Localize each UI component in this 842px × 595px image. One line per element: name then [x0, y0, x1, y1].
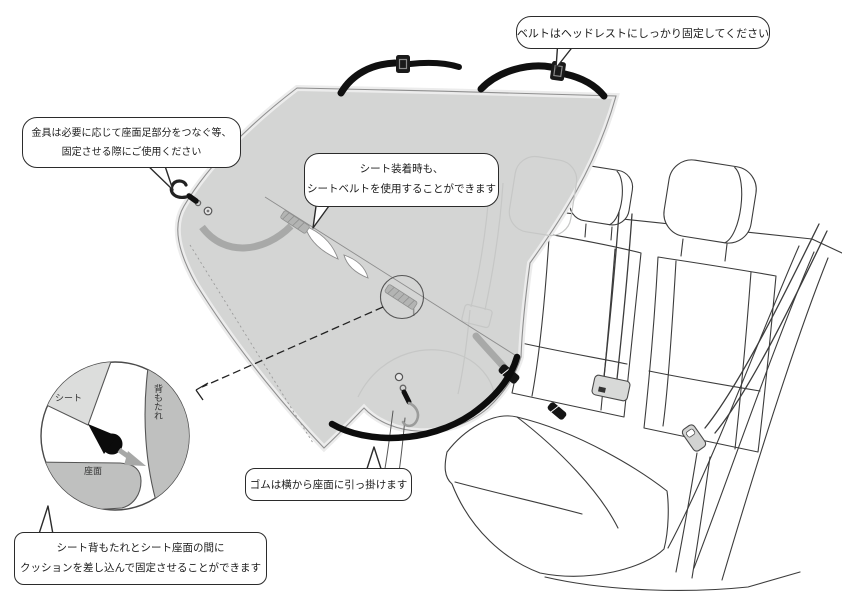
callout-cushion-fix: シート背もたれとシート座面の間に クッションを差し込んで固定させることができます — [14, 532, 267, 585]
headrest-strap-right-tail — [561, 70, 608, 100]
callout-text-line1: シート装着時も、 — [359, 163, 444, 176]
callout-rubber-hook: ゴムは横から座面に引っ掛けます — [245, 468, 412, 501]
car-rear-seat-line-art — [499, 159, 842, 581]
arrowhead — [195, 382, 209, 401]
right-belt-lower — [675, 452, 711, 579]
elastic-grommet — [394, 372, 404, 382]
callout-text-line2: シートベルトを使用することができます — [307, 183, 496, 195]
bight-clip-2 — [547, 402, 567, 420]
strap-buckle-left — [396, 55, 410, 73]
elastic-link — [401, 389, 412, 405]
headrest-strap-left — [337, 59, 399, 97]
seatback-right-seams — [648, 260, 761, 450]
inset-label-sheet: シート — [55, 393, 82, 403]
door-side-lines — [667, 245, 829, 581]
callout-metal-fitting: 金具は必要に応じて座面足部分をつなぐ等、 固定させる際にご使用ください — [22, 117, 241, 168]
elastic-cord — [328, 353, 521, 442]
headrest-strap-right — [477, 62, 555, 93]
inset-label-backrest: 背もたれ — [153, 383, 163, 420]
cover-shoulder-strap — [199, 223, 294, 252]
cover-fasteners — [328, 55, 608, 475]
zipper-patch-1 — [280, 210, 310, 234]
strap-buckle-right — [550, 60, 566, 82]
elastic-hook-icon — [401, 401, 420, 428]
headrest-strap-left-tail — [407, 60, 462, 70]
zipper-patch-2 — [384, 284, 418, 316]
callout-text: ベルトはヘッドレストにしっかり固定してください — [516, 27, 770, 40]
headrest-right — [663, 159, 757, 244]
callout-text-line1: 金具は必要に応じて座面足部分をつなぐ等、 — [31, 127, 232, 139]
callout-text-line2: クッションを差し込んで固定させることができます — [20, 561, 261, 574]
inset-pointer-arrow — [195, 306, 384, 401]
magnifier-circle — [379, 274, 425, 320]
cover-dotted-seam — [189, 244, 314, 444]
seatbelt-slit-2 — [343, 254, 369, 279]
callout-text: ゴムは横から座面に引っ掛けます — [249, 479, 408, 491]
seatbelt-slit-1 — [304, 225, 339, 260]
floor-trim-lines — [544, 571, 801, 591]
cover-fold-line — [264, 196, 519, 358]
middle-belt-buckle — [591, 374, 631, 402]
headrest-posts — [584, 223, 728, 262]
callout-seatbelt-use: シート装着時も、 シートベルトを使用することができます — [304, 153, 499, 207]
seat-cushion — [444, 374, 801, 591]
callout-belt-headrest: ベルトはヘッドレストにしっかり固定してください — [516, 16, 770, 49]
fitting-link — [186, 193, 199, 204]
callout-text-line2: 固定させる際にご使用ください — [61, 146, 202, 158]
inset-label-seat-surface: 座面 — [84, 465, 102, 476]
inset-detail-circle: シート 背もたれ 座面 — [40, 361, 190, 511]
s-hook-icon — [169, 179, 188, 199]
callout-text-line1: シート背もたれとシート座面の間に — [56, 541, 225, 554]
middle-seatbelt — [603, 211, 633, 380]
right-belt-buckle — [681, 424, 707, 452]
inset-cushion-tail — [88, 424, 117, 454]
cushion-seams — [454, 416, 619, 529]
seatback-right-panel — [643, 256, 777, 453]
